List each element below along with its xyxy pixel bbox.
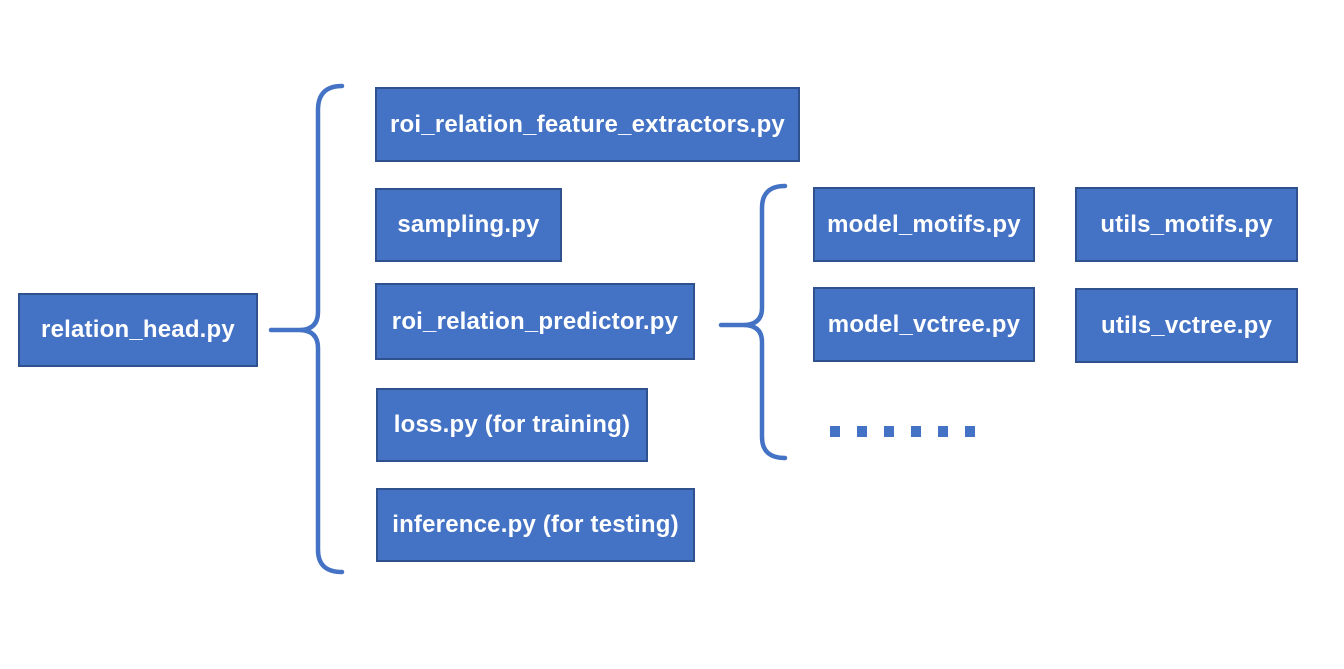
box-loss: loss.py (for training) [376, 388, 648, 462]
box-relation-head: relation_head.py [18, 293, 258, 367]
ellipsis-dot [938, 426, 948, 437]
ellipsis-dot [965, 426, 975, 437]
box-model-motifs: model_motifs.py [813, 187, 1035, 262]
box-utils-vctree: utils_vctree.py [1075, 288, 1298, 363]
ellipsis-dot [830, 426, 840, 437]
box-utils-motifs: utils_motifs.py [1075, 187, 1298, 262]
box-inference: inference.py (for testing) [376, 488, 695, 562]
ellipsis-dots [830, 426, 975, 437]
curly-brace-level3 [742, 183, 788, 461]
curly-brace-level2 [298, 83, 345, 575]
box-roi-relation-predictor: roi_relation_predictor.py [375, 283, 695, 360]
ellipsis-dot [857, 426, 867, 437]
ellipsis-dot [911, 426, 921, 437]
ellipsis-dot [884, 426, 894, 437]
box-roi-relation-feature-extractors: roi_relation_feature_extractors.py [375, 87, 800, 162]
box-sampling: sampling.py [375, 188, 562, 262]
box-model-vctree: model_vctree.py [813, 287, 1035, 362]
